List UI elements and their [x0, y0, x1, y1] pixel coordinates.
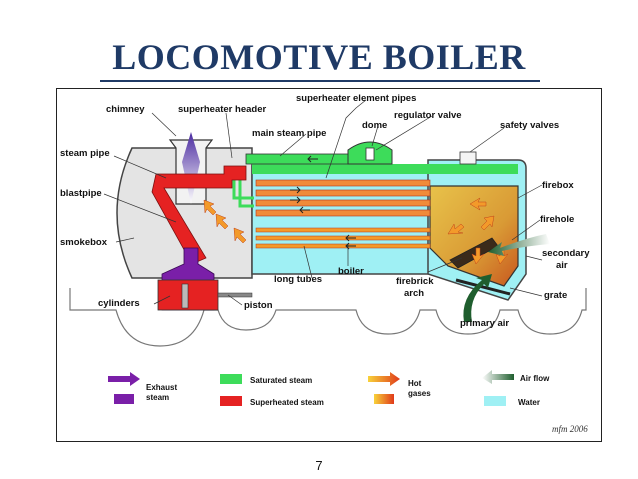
leader-lines	[103, 99, 543, 306]
legend-hot-arrow	[368, 372, 400, 386]
label-grate: grate	[544, 290, 567, 301]
label-firebrick-1: firebrick	[396, 276, 434, 287]
tube-flow-arrows	[290, 155, 356, 250]
label-blastpipe: blastpipe	[60, 188, 102, 199]
legend-superheated-swatch	[220, 396, 242, 406]
boiler-diagram: chimney superheater header superheater e…	[60, 93, 590, 434]
label-main-steam-pipe: main steam pipe	[252, 128, 326, 139]
long-tubes-shape	[255, 227, 431, 249]
hot-gas-arrows	[203, 197, 509, 265]
label-secondary-air-2: air	[556, 260, 568, 271]
safety-valves-shape	[459, 151, 477, 165]
regulator-valve-shape	[365, 147, 375, 161]
legend-exhaust-label-1: Exhaust	[146, 383, 177, 392]
legend-water-swatch	[484, 396, 506, 406]
legend-exhaust-swatch	[114, 394, 134, 404]
label-cylinders: cylinders	[98, 298, 140, 309]
wheel-outline	[69, 288, 587, 347]
label-safety-valves: safety valves	[500, 120, 559, 131]
piston-rod	[217, 292, 253, 298]
label-firehole: firehole	[540, 214, 574, 225]
label-piston: piston	[244, 300, 273, 311]
label-chimney: chimney	[106, 104, 145, 115]
signature: mfm 2006	[552, 424, 588, 434]
secondary-air-arrow	[488, 234, 550, 256]
slide-title: LOCOMOTIVE BOILER	[112, 37, 526, 77]
legend-saturated-label: Saturated steam	[250, 376, 312, 385]
page-number: 7	[315, 458, 323, 473]
label-superheater-header: superheater header	[178, 104, 266, 115]
label-regulator-valve: regulator valve	[394, 110, 462, 121]
legend-exhaust-arrow	[108, 372, 140, 386]
legend-water-label: Water	[518, 398, 540, 407]
label-primary-air: primary air	[460, 318, 509, 329]
steam-space	[252, 164, 518, 174]
label-firebox: firebox	[542, 180, 574, 191]
legend-air-arrow	[482, 370, 514, 384]
grate-shape	[455, 278, 511, 296]
label-dome: dome	[362, 120, 387, 131]
exhaust-plume	[182, 132, 200, 204]
label-smokebox: smokebox	[60, 237, 108, 248]
legend-hot-label-1: Hot	[408, 379, 422, 388]
legend-hot-swatch	[374, 394, 394, 404]
piston-shape	[181, 283, 189, 309]
superheater-flues	[255, 179, 431, 217]
primary-air-arrow	[463, 274, 492, 322]
label-boiler: boiler	[338, 266, 364, 277]
legend-superheated-label: Superheated steam	[250, 398, 324, 407]
legend-saturated-swatch	[220, 374, 242, 384]
legend: Exhaust steam Saturated steam Superheate…	[108, 370, 550, 407]
label-firebrick-2: arch	[404, 288, 424, 299]
label-superheater-element-pipes: superheater element pipes	[296, 93, 416, 104]
legend-hot-label-2: gases	[408, 389, 431, 398]
label-long-tubes: long tubes	[274, 274, 322, 285]
legend-exhaust-label-2: steam	[146, 393, 169, 402]
label-steam-pipe: steam pipe	[60, 148, 110, 159]
title-underline	[100, 80, 540, 82]
legend-air-label: Air flow	[520, 374, 550, 383]
label-secondary-air-1: secondary	[542, 248, 590, 259]
